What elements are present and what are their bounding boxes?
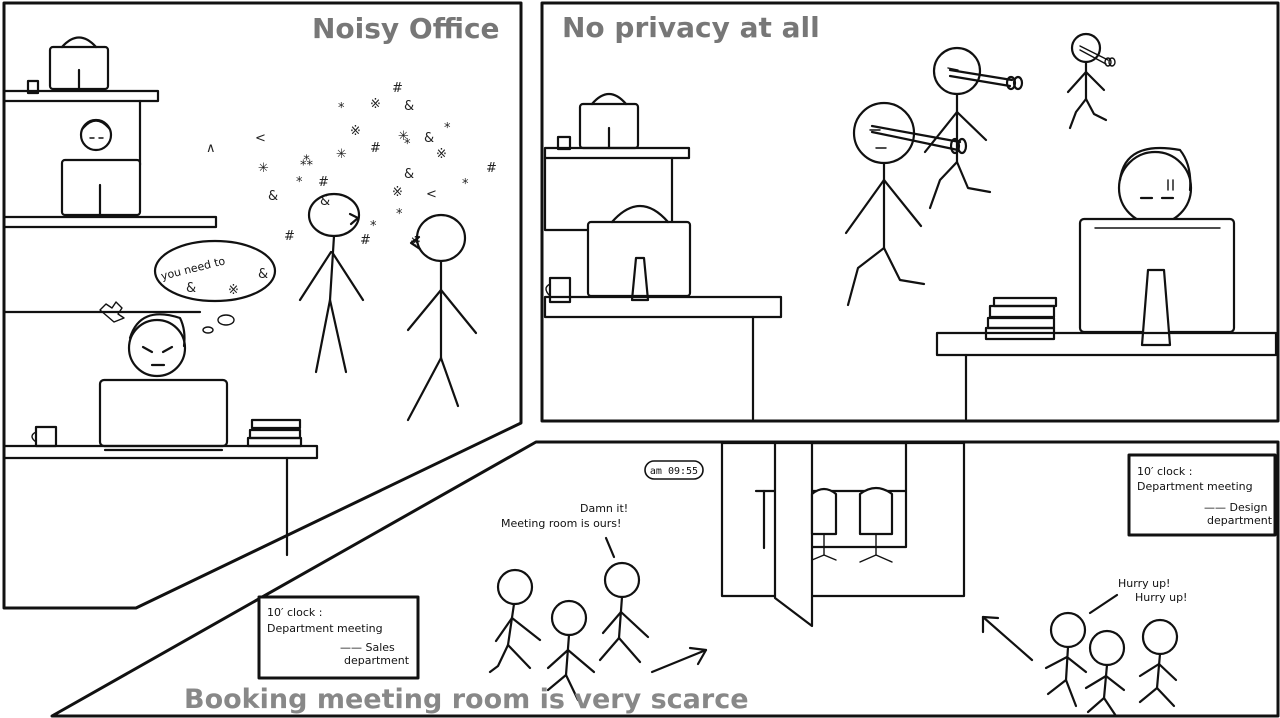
noise-symbol: * (338, 101, 345, 116)
speech-damn-it: Damn it! (580, 502, 628, 515)
middle-workstation (2, 118, 218, 314)
peeping-figure-middle (923, 46, 1024, 210)
speech-room-is-ours: Meeting room is ours! (501, 517, 621, 530)
noise-symbol: ∧ (206, 141, 216, 156)
noise-symbol: * (404, 137, 411, 152)
note-sales-line2: Department meeting (267, 622, 383, 635)
running-group-right (981, 611, 1179, 718)
clock-time: am 09:55 (650, 466, 698, 477)
noise-symbol: & (404, 99, 414, 114)
middle-desk (543, 205, 783, 421)
speech-hurry-up-1: Hurry up! (1118, 577, 1170, 590)
panel-title-no-privacy: No privacy at all (562, 11, 820, 44)
upper-workstation (2, 36, 160, 167)
noise-symbol: # (392, 81, 403, 96)
note-design-line2: Department meeting (1137, 480, 1253, 493)
noise-symbol: ✳ (258, 161, 269, 176)
runner-3 (598, 561, 650, 664)
running-group-left (488, 561, 708, 702)
runner-1 (488, 568, 542, 674)
noise-symbol: ✳ (398, 129, 409, 144)
noise-symbol: & (404, 167, 414, 182)
panel-booking: am 09:55 Damn it! Meeting room is ours! (184, 441, 1277, 718)
noise-symbol: # (284, 229, 295, 244)
arrow-up-left (981, 615, 1034, 662)
clock-badge: am 09:55 (644, 460, 704, 480)
panel-no-privacy: No privacy at all (543, 11, 1278, 421)
noise-symbol: ※ (436, 147, 447, 162)
note-design-line1: 10′ clock : (1137, 465, 1192, 478)
noise-symbol: # (360, 233, 371, 248)
noise-symbol: & (424, 131, 434, 146)
noise-symbol: & (268, 189, 278, 204)
svg-text:※: ※ (228, 283, 239, 298)
panel-no-privacy-border (540, 1, 1280, 423)
panel-title-booking: Booking meeting room is very scarce (184, 684, 749, 715)
noise-symbol: # (486, 161, 497, 176)
noise-symbol: ✳ (336, 147, 347, 162)
runner-4 (1044, 611, 1088, 708)
noise-symbol: ⁂ (300, 154, 313, 169)
note-sales-line4: department (344, 654, 410, 667)
noise-symbol: * (396, 207, 403, 222)
front-desk (935, 296, 1278, 421)
office-chair-left (810, 487, 838, 561)
note-sales-line3: —— Sales (340, 641, 395, 654)
runner-5 (1084, 629, 1126, 718)
noise-symbols: #*※&<∧⁂✳#*※&*#※✳&*#<※*&#✳*※#&* (206, 81, 497, 250)
noise-symbol: * (370, 219, 377, 234)
noise-symbol: ※ (350, 124, 361, 139)
panel-booking-border (50, 440, 1280, 718)
note-sales-line1: 10′ clock : (267, 606, 322, 619)
office-chair-right (858, 486, 894, 563)
note-sales: 10′ clock : Department meeting —— Sales … (257, 595, 420, 680)
chatting-figure-right (406, 213, 478, 422)
speech-hurry-up-2: Hurry up! (1135, 591, 1187, 604)
runner-2 (546, 599, 596, 702)
note-design-line4: department (1207, 514, 1273, 527)
svg-text:&: & (258, 267, 268, 282)
panel-noisy-office: Noisy Office you need to & ※ (2, 12, 500, 557)
private-worker (1078, 146, 1236, 347)
runner-6 (1138, 618, 1179, 708)
panel-noisy-office-border (2, 1, 523, 610)
panel-title-noisy-office: Noisy Office (312, 12, 500, 45)
note-design: 10′ clock : Department meeting —— Design… (1127, 453, 1277, 537)
noise-symbol: ※ (410, 235, 421, 250)
lower-desk (2, 418, 319, 557)
noise-symbol: < (426, 187, 437, 202)
chatting-figure-left (298, 192, 365, 374)
background-workstation (543, 92, 691, 232)
noise-symbol: ※ (392, 185, 403, 200)
noise-symbol: & (320, 194, 330, 209)
meeting-room (720, 441, 966, 628)
svg-text:&: & (186, 281, 196, 296)
noise-symbol: * (296, 175, 303, 190)
arrow-right (650, 646, 708, 674)
noise-symbol: * (444, 121, 451, 136)
noise-symbol: ※ (370, 97, 381, 112)
noise-symbol: * (462, 177, 469, 192)
note-design-line3: —— Design (1204, 501, 1268, 514)
peeping-figure-front (844, 101, 968, 307)
noise-symbol: # (370, 141, 381, 156)
peeping-figure-back (1066, 32, 1116, 130)
noise-symbol: # (318, 175, 329, 190)
noise-symbol: < (255, 131, 266, 146)
